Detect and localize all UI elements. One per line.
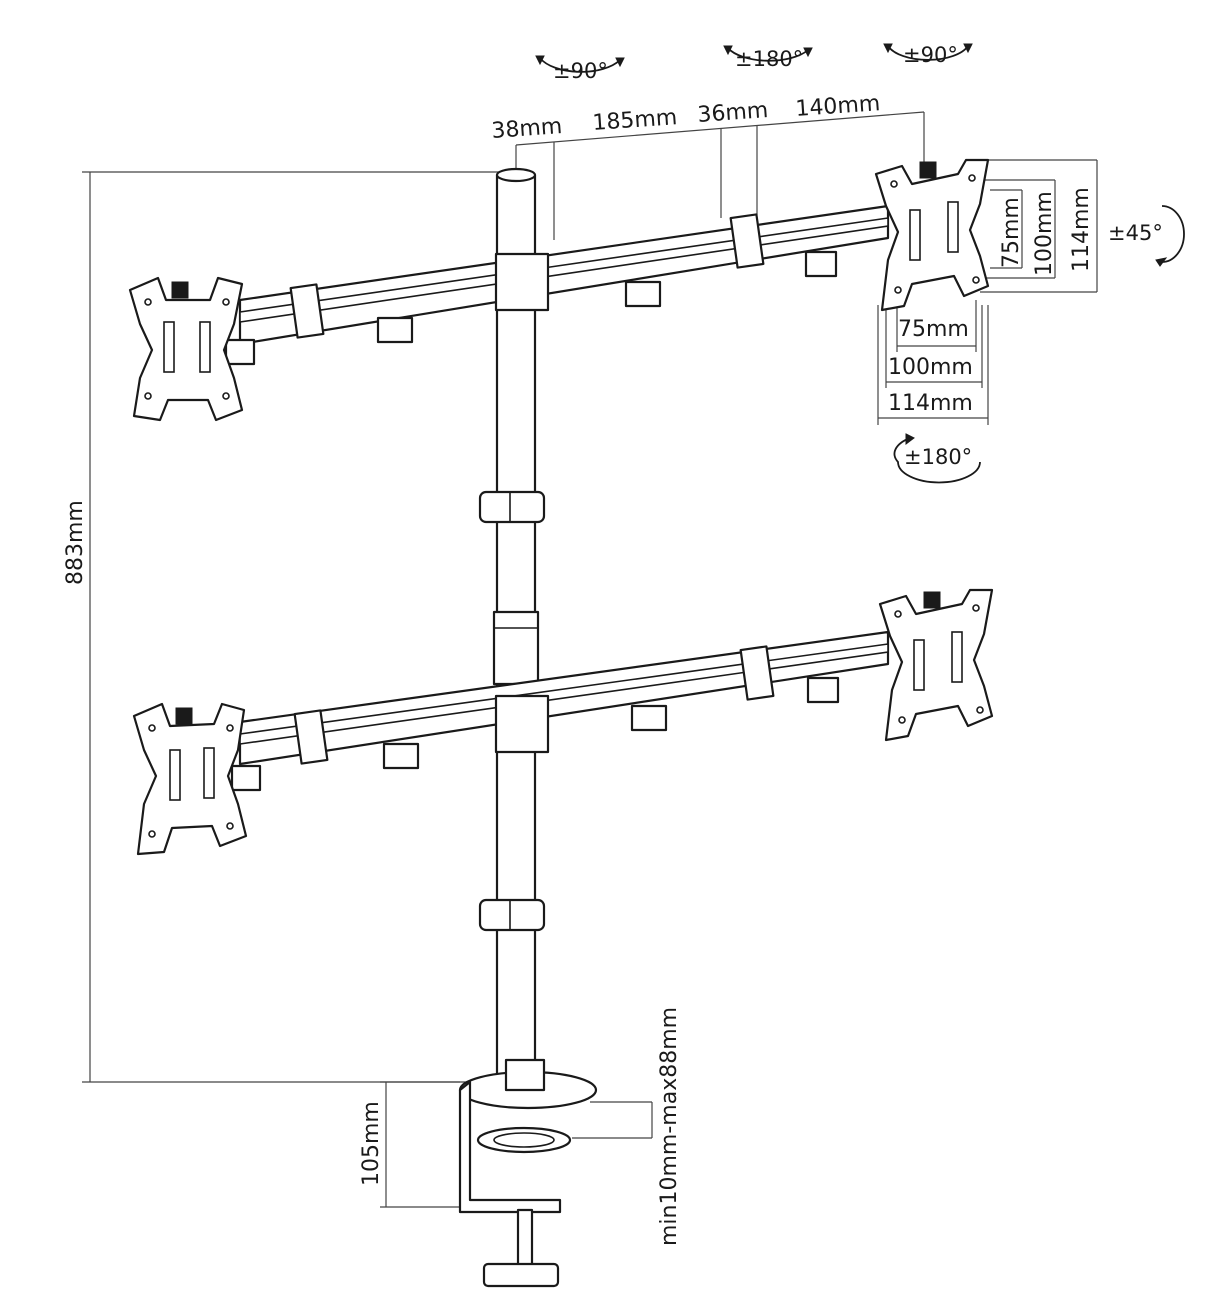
rotation-plate: ±45° — [1108, 221, 1163, 245]
dimension-lines — [82, 111, 1098, 1208]
arm-dim-38: 38mm — [491, 114, 563, 144]
vesa-plate-top-left — [128, 276, 244, 422]
vesa-plate-bottom-left — [132, 702, 248, 856]
desk-clamp — [458, 1058, 598, 1288]
arm-dim-140: 140mm — [795, 91, 881, 122]
rotation-right-tilt: ±90° — [903, 43, 958, 67]
rotation-center-swivel: ±180° — [735, 47, 803, 71]
clamp-height-label: 105mm — [359, 1101, 384, 1186]
top-arm — [224, 204, 890, 366]
rotation-arcs — [535, 43, 1185, 484]
arm-dim-36: 36mm — [697, 98, 769, 128]
vesa-vertical-114: 114mm — [1069, 187, 1094, 272]
rotation-bottom-swivel: ±180° — [904, 445, 972, 469]
vesa-vertical-75: 75mm — [999, 197, 1024, 268]
vesa-horizontal-114: 114mm — [888, 391, 973, 416]
bottom-arm — [230, 630, 890, 792]
vesa-plate-top-right — [874, 158, 990, 312]
total-height-label: 883mm — [63, 500, 88, 585]
rotation-left-tilt: ±90° — [553, 59, 608, 83]
arm-dim-185: 185mm — [592, 105, 678, 136]
vesa-plate-bottom-right — [878, 588, 994, 742]
vesa-vertical-100: 100mm — [1032, 191, 1057, 276]
vesa-horizontal-100: 100mm — [888, 355, 973, 380]
vesa-horizontal-75: 75mm — [898, 317, 969, 342]
pole — [478, 167, 546, 1082]
desk-thickness-label: min10mm-max88mm — [657, 1007, 682, 1246]
